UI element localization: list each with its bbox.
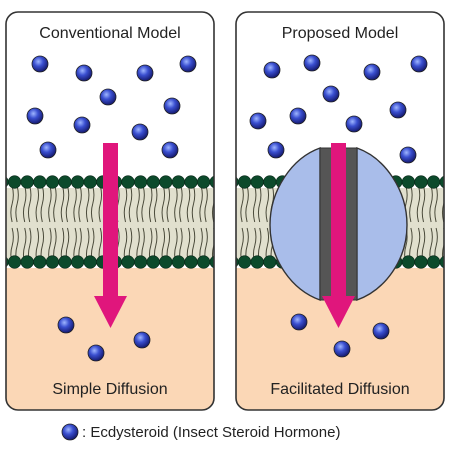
transporter-channel-right (344, 147, 358, 301)
lipid-head (8, 175, 22, 189)
diffusion-arrow (94, 143, 127, 328)
ecdysteroid-molecules-inside (290, 313, 390, 358)
ecdysteroid-molecule (345, 115, 363, 133)
ecdysteroid-molecules-inside (57, 316, 151, 362)
panel-title: Proposed Model (282, 25, 399, 42)
lipid-head (171, 255, 185, 269)
ecdysteroid-molecule (99, 88, 117, 106)
ecdysteroid-molecule (31, 55, 49, 73)
lipid-head (33, 255, 47, 269)
transporter-right-half (356, 147, 408, 301)
panel-caption: Simple Diffusion (52, 381, 167, 398)
ecdysteroid-molecule (136, 64, 154, 82)
lipid-head (171, 175, 185, 189)
lipid-head (401, 175, 416, 189)
ecdysteroid-molecule (163, 97, 181, 115)
lipid-head (250, 175, 264, 189)
lipid-head (134, 175, 148, 189)
ecdysteroid-molecule (333, 340, 351, 358)
lipid-head (45, 175, 60, 189)
ecdysteroid-molecule (267, 141, 285, 159)
lipid-head (238, 175, 252, 189)
ecdysteroid-molecule (133, 331, 151, 349)
lipid-head (146, 175, 160, 189)
lipid-head (197, 175, 211, 189)
lipid-head (45, 255, 60, 269)
lipid-head (20, 255, 34, 269)
lipid-head (70, 255, 85, 269)
lipid-head (121, 255, 135, 269)
lipid-head (134, 255, 148, 269)
transporter-channel-left (319, 147, 333, 301)
lipid-head (263, 175, 277, 189)
ecdysteroid-molecule (389, 101, 407, 119)
lipid-head (427, 175, 441, 189)
ecdysteroid-molecule (131, 123, 149, 141)
ecdysteroid-molecule (290, 313, 308, 331)
legend: : Ecdysteroid (Insect Steroid Hormone) (61, 423, 340, 441)
ecdysteroid-molecule (372, 322, 390, 340)
panel-border (235, 11, 445, 411)
lipid-head (184, 255, 198, 269)
ecdysteroid-molecule (87, 344, 105, 362)
ecdysteroid-molecules-outside (249, 54, 428, 164)
ecdysteroid-molecules-outside (26, 55, 197, 159)
lipid-head (20, 175, 34, 189)
transport-arrow (322, 143, 355, 328)
lipid-head (70, 175, 85, 189)
lipid-head (58, 175, 72, 189)
ecdysteroid-molecule (161, 141, 179, 159)
ecdysteroid-molecule (73, 116, 91, 134)
ecdysteroid-molecule (26, 107, 44, 125)
lipid-head (439, 175, 444, 189)
lipid-head (184, 175, 198, 189)
membrane-transporter (269, 147, 408, 301)
transporter-left-half (269, 147, 321, 301)
ecdysteroid-molecule (179, 55, 197, 73)
legend-text: : Ecdysteroid (Insect Steroid Hormone) (82, 424, 340, 441)
lipid-head (209, 255, 214, 269)
panel-title: Conventional Model (39, 25, 180, 42)
ecdysteroid-molecule (39, 141, 57, 159)
ecdysteroid-molecule (410, 55, 428, 73)
lipid-head (83, 175, 97, 189)
ecdysteroid-molecule (249, 112, 267, 130)
lipid-head (414, 175, 428, 189)
lipid-head (83, 255, 97, 269)
lipid-head (263, 255, 277, 269)
ecdysteroid-molecule (322, 85, 340, 103)
ecdysteroid-legend-icon (61, 423, 79, 441)
lipid-head (427, 255, 441, 269)
panel-proposed: Proposed Model Facilitated Diffusion (235, 11, 445, 411)
lipid-head (33, 175, 47, 189)
lipid-head (250, 255, 264, 269)
ecdysteroid-molecule (303, 54, 321, 72)
lipid-head (146, 255, 160, 269)
ecdysteroid-molecule (75, 64, 93, 82)
ecdysteroid-molecule (57, 316, 75, 334)
lipid-head (8, 255, 22, 269)
ecdysteroid-molecule (363, 63, 381, 81)
lipid-head (121, 175, 135, 189)
panel-caption: Facilitated Diffusion (270, 381, 409, 398)
ecdysteroid-molecule (289, 107, 307, 125)
lipid-head (197, 255, 211, 269)
ecdysteroid-molecule (263, 61, 281, 79)
ecdysteroid-molecule (399, 146, 417, 164)
lipid-head (58, 255, 72, 269)
lipid-head (439, 255, 444, 269)
lipid-head (414, 255, 428, 269)
lipid-head (238, 255, 252, 269)
lipid-head (209, 175, 214, 189)
lipid-head (159, 255, 173, 269)
lipid-head (401, 255, 416, 269)
panel-conventional: Conventional Model Simple Diffusion (5, 11, 215, 411)
lipid-head (159, 175, 173, 189)
panel-border (5, 11, 215, 411)
